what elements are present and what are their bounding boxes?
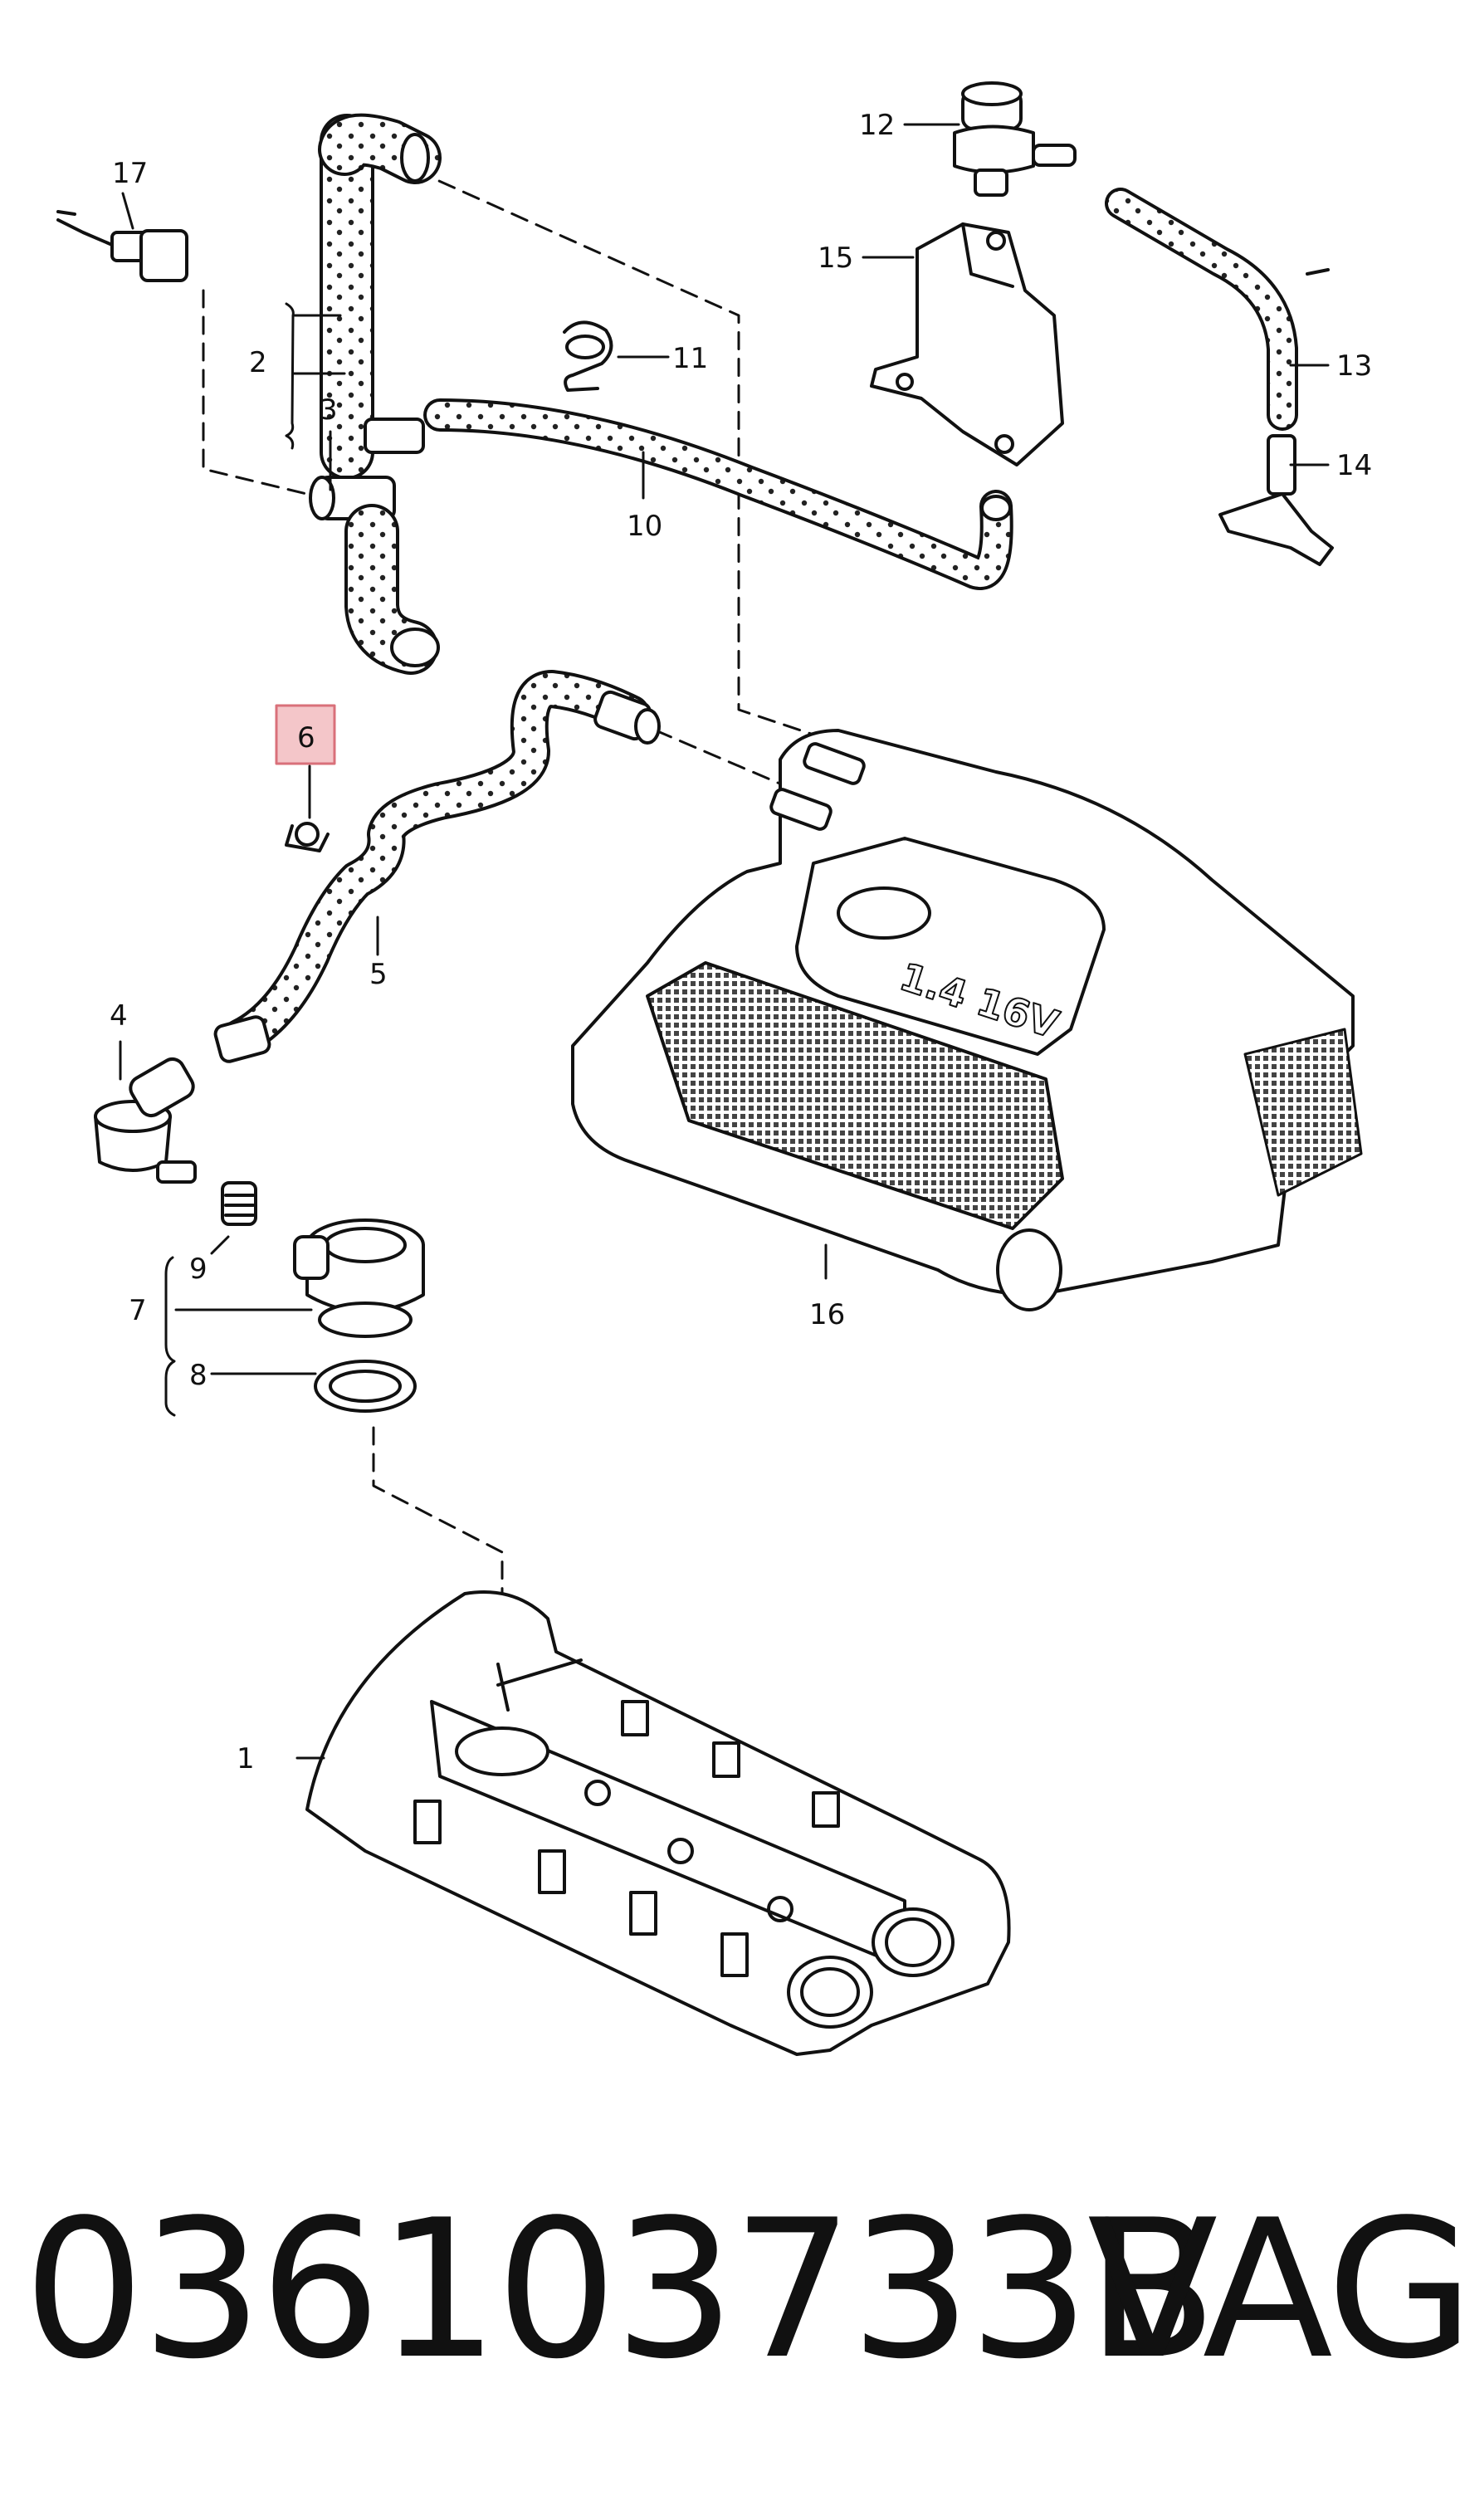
callout-8: 8	[189, 1359, 208, 1392]
callout-14: 14	[1336, 449, 1372, 482]
bracket-part-15	[870, 222, 1064, 466]
callout-5: 5	[369, 958, 388, 991]
stud-part-9	[221, 1181, 257, 1226]
hose-part-2-lower	[344, 504, 440, 675]
callout-16: 16	[809, 1298, 845, 1331]
seal-part-8	[314, 1360, 417, 1413]
callout-2: 2	[249, 346, 267, 379]
connector-part-3	[309, 418, 425, 520]
callout-13: 13	[1336, 349, 1372, 383]
y-piece-part-14	[1218, 434, 1334, 566]
callout-11: 11	[672, 342, 708, 375]
callout-7: 7	[129, 1294, 147, 1327]
callout-12: 12	[859, 109, 895, 142]
pcv-valve-part-7	[293, 1218, 425, 1338]
clip-part-6	[285, 822, 330, 852]
callout-6: 6	[297, 721, 315, 755]
callout-9: 9	[189, 1253, 208, 1286]
engine-cover-part-16: 1.4 16V	[571, 729, 1363, 1311]
valve-part-4	[94, 1057, 197, 1184]
hose-part-5	[213, 670, 661, 1063]
callout-10: 10	[627, 510, 662, 543]
hose-part-13	[1105, 188, 1330, 431]
callout-labels: 1 2 3 4 5 6 7 8 9 10 11 12 13 14 15 16 1…	[110, 109, 1372, 1775]
sensor-part-17	[56, 210, 188, 282]
valve-part-12	[953, 81, 1077, 197]
callout-17: 17	[112, 157, 148, 190]
brand-caption: VAG	[1087, 2180, 1460, 2401]
cylinder-head-cover-part-1	[305, 1590, 1011, 2056]
part-number-caption: 036103733B	[23, 2180, 1218, 2401]
callout-1: 1	[237, 1742, 255, 1775]
callout-3: 3	[320, 393, 338, 427]
callout-6-highlight	[275, 704, 336, 765]
hose-part-10	[423, 398, 1013, 590]
leader-lines	[119, 123, 1330, 1760]
hose-part-2	[318, 113, 442, 480]
callout-15: 15	[818, 242, 853, 275]
callout-4: 4	[110, 999, 128, 1033]
clip-part-11	[563, 320, 613, 392]
